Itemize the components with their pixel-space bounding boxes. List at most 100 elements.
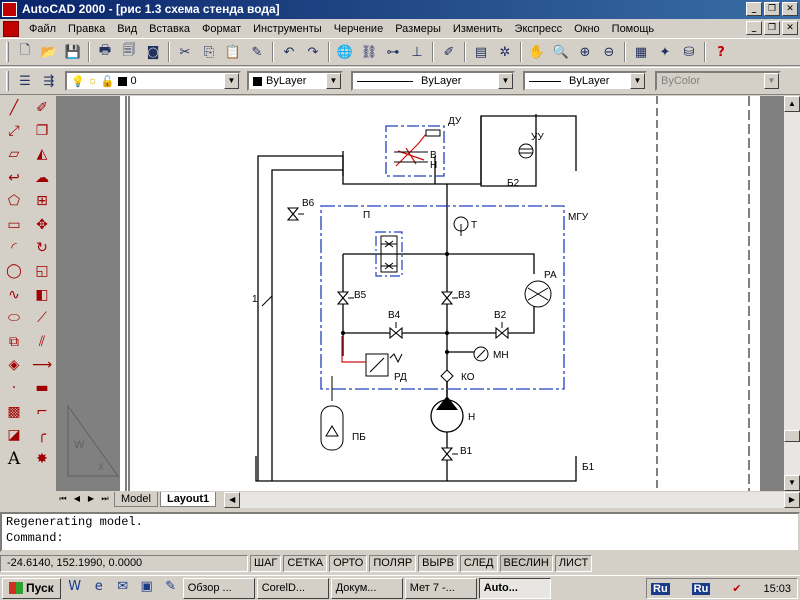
ucs-icon[interactable]: ⊥	[411, 44, 423, 60]
task-document[interactable]: Докум...	[330, 577, 403, 599]
linetype-combo[interactable]: ByLayer ▼	[351, 71, 515, 91]
ellipse-icon[interactable]: ⬭	[8, 310, 20, 327]
lengthen-icon[interactable]: ⟋	[37, 310, 47, 327]
web-icon[interactable]: 🌐	[336, 44, 354, 60]
start-button[interactable]: Пуск	[2, 577, 61, 599]
pen-icon[interactable]: ✐	[443, 44, 455, 60]
otrack-toggle[interactable]: СЛЕД	[459, 554, 498, 572]
help-icon[interactable]: ?	[717, 44, 725, 60]
notepad-icon[interactable]: ✎	[165, 579, 177, 594]
zoom-previous-icon[interactable]: ⊖	[603, 44, 615, 60]
chamfer-icon[interactable]: ⌐	[36, 403, 48, 420]
vertical-scroll-thumb[interactable]	[784, 430, 800, 442]
copy-icon[interactable]: ⎘	[203, 44, 215, 60]
task-autocad[interactable]: Auto...	[478, 577, 551, 599]
horizontal-scrollbar[interactable]: ◀ ▶	[224, 491, 800, 508]
layer-combo[interactable]: 💡 ☼ 🔓 0 ▼	[65, 71, 241, 91]
dropdown-arrow-icon[interactable]: ▼	[326, 73, 341, 89]
arc-icon[interactable]: ◜	[11, 240, 17, 257]
save-icon[interactable]: 💾	[64, 44, 82, 60]
next-tab-icon[interactable]: ▶	[87, 493, 95, 503]
task-word-doc[interactable]: Мет 7 -...	[404, 577, 477, 599]
autocad-app-icon[interactable]	[2, 2, 17, 17]
doc-minimize-button[interactable]: _	[746, 21, 762, 35]
toolbar-grip[interactable]	[6, 71, 9, 91]
dropdown-arrow-icon[interactable]: ▼	[498, 73, 513, 89]
paper-toggle[interactable]: ЛИСТ	[554, 554, 593, 572]
offset-icon[interactable]: ☁	[35, 169, 49, 186]
osnap-toggle[interactable]: ВЫРВ	[418, 554, 458, 572]
fillet-icon[interactable]: ╭	[37, 427, 47, 444]
vertical-scrollbar[interactable]: ▲ ▼	[784, 96, 800, 491]
menu-insert[interactable]: Вставка	[149, 22, 191, 35]
lineweight-combo[interactable]: ByLayer ▼	[523, 71, 647, 91]
last-tab-icon[interactable]: ⏭	[101, 493, 109, 503]
make-current-layer-icon[interactable]: ⇶	[43, 73, 55, 89]
menu-dimension[interactable]: Размеры	[395, 22, 441, 35]
rotate-icon[interactable]: ↻	[36, 240, 48, 257]
circle-icon[interactable]: ◯	[6, 263, 22, 280]
outlook-icon[interactable]: ✉	[117, 579, 129, 594]
array-icon[interactable]: ⊞	[36, 193, 48, 210]
tab-model[interactable]: Model	[114, 492, 158, 507]
copy-object-icon[interactable]: ❐	[35, 123, 49, 140]
ortho-toggle[interactable]: ОРТО	[329, 554, 368, 572]
layer-manager-icon[interactable]: ☰	[19, 73, 31, 89]
stretch-icon[interactable]: ◧	[35, 286, 49, 303]
construction-line-icon[interactable]: ⤢	[8, 123, 20, 140]
first-tab-icon[interactable]: ⏮	[59, 493, 67, 503]
named-views-icon[interactable]: ▤	[474, 44, 488, 60]
antivirus-icon[interactable]: ✔	[732, 583, 742, 595]
print-icon[interactable]: 🖶	[98, 43, 112, 58]
menu-view[interactable]: Вид	[117, 22, 138, 35]
match-properties-icon[interactable]: ✎	[251, 44, 263, 60]
new-icon[interactable]: 🗋	[19, 43, 31, 58]
menu-help[interactable]: Помощь	[611, 22, 655, 35]
menu-edit[interactable]: Правка	[68, 22, 106, 35]
menu-file[interactable]: Файл	[29, 22, 57, 35]
document-icon[interactable]	[3, 20, 19, 37]
spline-icon[interactable]: ∿	[8, 286, 20, 303]
doc-restore-button[interactable]: ❐	[764, 21, 780, 35]
command-prompt[interactable]: Command:	[6, 531, 64, 545]
language-indicator-2[interactable]: Ru	[691, 582, 711, 595]
make-block-icon[interactable]: ◈	[8, 356, 20, 373]
prev-tab-icon[interactable]: ◀	[73, 493, 81, 503]
menu-draw[interactable]: Черчение	[333, 22, 384, 35]
minimize-button[interactable]: _	[746, 2, 762, 16]
polar-toggle[interactable]: ПОЛЯР	[369, 554, 417, 572]
restore-button[interactable]: ❐	[764, 2, 780, 16]
hatch-icon[interactable]: ▩	[7, 403, 21, 420]
multiline-icon[interactable]: ▱	[8, 146, 20, 163]
publish-icon[interactable]: ◙	[146, 44, 160, 60]
scroll-down-icon[interactable]: ▼	[784, 475, 800, 491]
pan-icon[interactable]: ✋	[528, 44, 546, 60]
rectangle-icon[interactable]: ▭	[7, 216, 21, 233]
tab-layout1[interactable]: Layout1	[159, 492, 217, 507]
zoom-window-icon[interactable]: ⊕	[579, 44, 591, 60]
snap-toggle[interactable]: ШАГ	[250, 554, 282, 572]
polyline-icon[interactable]: ↩	[8, 169, 20, 186]
undo-icon[interactable]: ↶	[283, 44, 295, 60]
command-window[interactable]: Regenerating model. Command:	[0, 512, 800, 552]
toolbar-grip[interactable]	[6, 42, 9, 62]
drawing-area[interactable]: W X	[56, 96, 784, 491]
menu-window[interactable]: Окно	[574, 22, 600, 35]
properties-icon[interactable]: ▦	[634, 44, 648, 60]
close-button[interactable]: ✕	[782, 2, 798, 16]
erase-icon[interactable]: ✐	[36, 99, 48, 116]
dropdown-arrow-icon[interactable]: ▼	[224, 73, 239, 89]
point-icon[interactable]: ·	[11, 380, 17, 397]
paste-icon[interactable]: 📋	[224, 44, 242, 60]
move-icon[interactable]: ✥	[36, 216, 48, 233]
language-indicator-1[interactable]: Ru	[651, 582, 670, 595]
region-icon[interactable]: ◪	[7, 427, 21, 444]
open-icon[interactable]: 📂	[40, 44, 58, 60]
scroll-right-icon[interactable]: ▶	[784, 491, 800, 508]
scroll-up-icon[interactable]: ▲	[784, 96, 800, 112]
redo-icon[interactable]: ↷	[307, 44, 319, 60]
database-icon[interactable]: ⛁	[683, 44, 695, 60]
task-explorer[interactable]: Обзор ...	[182, 577, 255, 599]
hyperlink-icon[interactable]: ⛓	[360, 44, 378, 60]
mtext-icon[interactable]: A	[7, 448, 21, 469]
